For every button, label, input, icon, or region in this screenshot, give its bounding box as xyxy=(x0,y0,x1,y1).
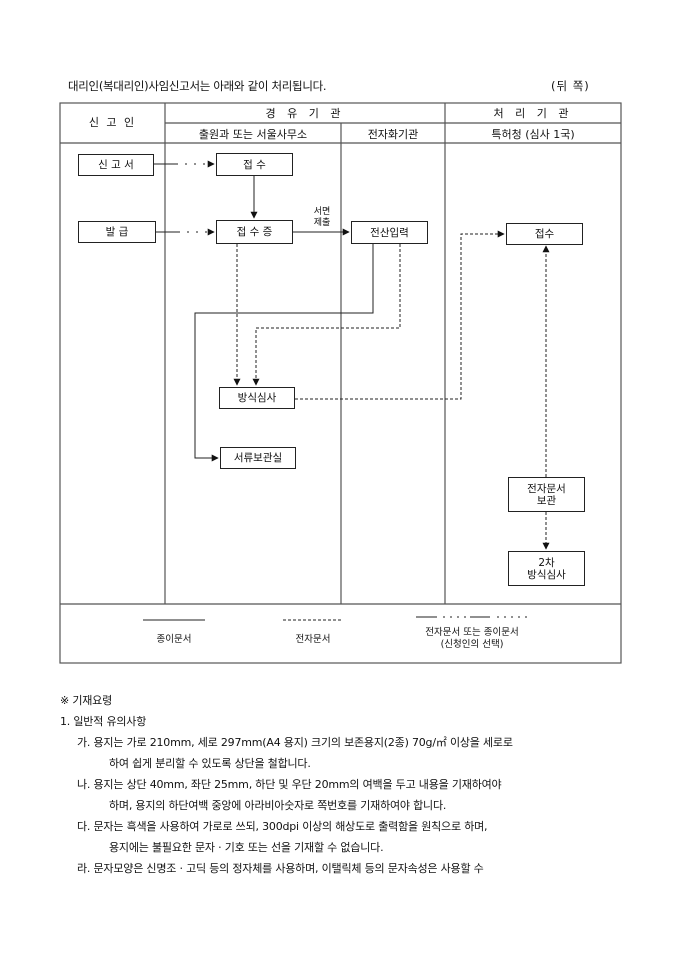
box-format-review: 방식심사 xyxy=(219,387,295,409)
note-item-2-line2: 하며, 용지의 하단여백 중앙에 아라비아숫자로 쪽번호를 기재하여야 합니다. xyxy=(109,799,447,812)
box-second-review: 2차 방식심사 xyxy=(508,551,585,586)
legend-paper: 종이문서 xyxy=(156,634,192,645)
note-item-1-line1: 가. 용지는 가로 210mm, 세로 297mm(A4 용지) 크기의 보존용… xyxy=(77,736,513,749)
edge-label-written-submission: 서면 제출 xyxy=(313,207,331,228)
note-item-2-line1: 나. 용지는 상단 40mm, 좌단 25mm, 하단 및 우단 20mm의 여… xyxy=(77,778,502,791)
process-flow-diagram xyxy=(59,102,622,664)
edge-review-kipo xyxy=(295,230,505,400)
header-processing-agency: 처 리 기 관 xyxy=(493,107,573,120)
note-item-4-line1: 라. 문자모양은 신명조ㆍ고딕 등의 정자체를 사용하며, 이탤릭체 등의 문자… xyxy=(77,862,484,875)
note-item-3-line2: 용지에는 불필요한 문자ㆍ기호 또는 선을 기재할 수 없습니다. xyxy=(109,841,384,854)
intro-text: 대리인(복대리인)사임신고서는 아래와 같이 처리됩니다. xyxy=(68,79,327,93)
box-electronic-storage: 전자문서 보관 xyxy=(508,477,585,512)
note-item-3-line1: 다. 문자는 흑색을 사용하여 가로로 쓰되, 300dpi 이상의 해상도로 … xyxy=(77,820,488,833)
page-side-label: (뒤 쪽) xyxy=(551,79,590,93)
filling-instructions: ※ 기재요령 1. 일반적 유의사항 가. 용지는 가로 210mm, 세로 2… xyxy=(60,690,640,879)
table-grid xyxy=(59,102,622,664)
notes-section-1: 1. 일반적 유의사항 xyxy=(60,715,147,728)
box-archive-room: 서류보관실 xyxy=(220,447,296,469)
header-digitize-agency: 전자화기관 xyxy=(367,128,419,141)
legend-electronic: 전자문서 xyxy=(295,634,331,645)
box-receipt: 접 수 xyxy=(216,153,293,176)
box-kipo-receipt: 접수 xyxy=(506,223,583,245)
header-via-agency: 경 유 기 관 xyxy=(265,107,345,120)
table-border xyxy=(59,102,622,664)
box-data-entry: 전산입력 xyxy=(351,221,428,244)
note-item-1-line2: 하여 쉽게 분리할 수 있도록 상단을 철합니다. xyxy=(109,757,311,770)
box-receipt-certificate: 접 수 증 xyxy=(216,220,293,244)
notes-title: ※ 기재요령 xyxy=(60,694,112,707)
legend-either: 전자문서 또는 종이문서 (신청인의 선택) xyxy=(425,627,519,650)
edge-entry-review xyxy=(252,244,401,386)
box-report-document: 신 고 서 xyxy=(78,154,154,176)
box-issue: 발 급 xyxy=(78,221,156,243)
header-application-office: 출원과 또는 서울사무소 xyxy=(198,128,308,141)
header-reporter: 신 고 인 xyxy=(88,116,137,129)
edge-entry-archive xyxy=(194,244,374,462)
header-kipo: 특허청 (심사 1국) xyxy=(491,128,575,141)
